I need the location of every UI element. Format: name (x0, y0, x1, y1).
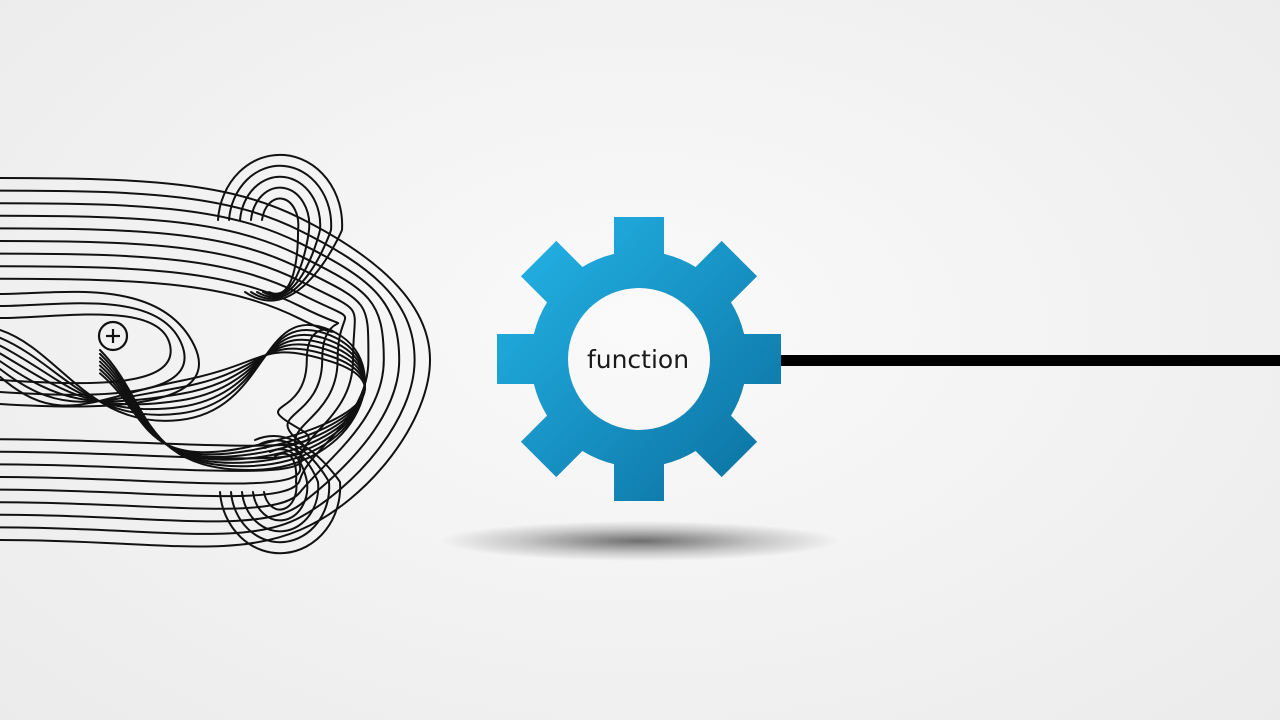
tangle-spiral (250, 186, 311, 296)
tangle-spiral (239, 175, 322, 298)
tangle-line (0, 351, 366, 454)
tangle-line (0, 277, 334, 447)
tangle-line (0, 290, 200, 408)
tangle-line (0, 302, 186, 396)
tangle-spiral (230, 439, 331, 544)
tangle-line (0, 189, 416, 535)
tangle-line (0, 252, 347, 472)
tangle-spiral (217, 153, 344, 302)
tangle-line (0, 313, 172, 385)
tangle-spiral (241, 444, 320, 533)
tangle-spiral (261, 197, 300, 295)
tangle-spiral (228, 164, 333, 300)
gear-label: function (587, 345, 689, 374)
gear-shadow (440, 521, 840, 561)
plus-circle-icon (97, 320, 129, 352)
tangled-lines (0, 153, 432, 555)
tangle-spiral (252, 448, 309, 522)
output-line (770, 355, 1280, 366)
tangle-line (0, 202, 401, 523)
tangle-spiral (263, 452, 298, 511)
tangle-line (0, 227, 370, 498)
gear-icon: function (497, 217, 781, 501)
tangle-spiral (219, 435, 342, 555)
tangle-line (0, 177, 432, 548)
tangle-line (0, 214, 385, 510)
